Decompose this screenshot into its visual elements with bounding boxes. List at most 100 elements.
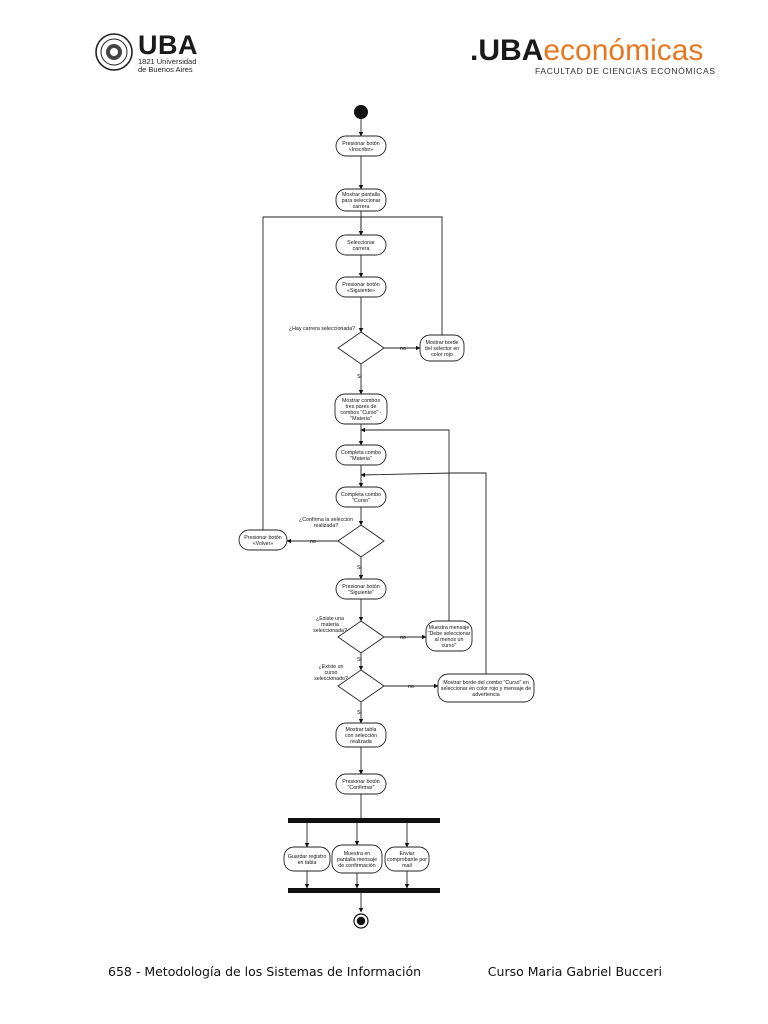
- action-node: [419, 334, 465, 362]
- guard-label: Si: [357, 657, 362, 663]
- start-node: [354, 105, 368, 119]
- economicas-logo: .UBAeconómicas: [470, 36, 703, 66]
- decision-node: [337, 669, 385, 703]
- economicas-logo-prefix: .UBA: [470, 34, 544, 67]
- action-label: Completa combo: [341, 492, 381, 498]
- action-label: realizada: [350, 739, 372, 745]
- action-label: "Confirmar": [347, 785, 374, 791]
- decision-node: [337, 620, 385, 654]
- action-node: [335, 444, 387, 466]
- end-node-core: [356, 916, 366, 926]
- guard-label: no: [400, 635, 406, 641]
- action-label: Presionar botón: [342, 584, 379, 590]
- flow-edge: [360, 427, 450, 621]
- footer-author: Curso Maria Gabriel Bucceri: [487, 964, 662, 979]
- fork-bar: [288, 818, 440, 823]
- decision-label: ¿Hay carrera seleccionada?: [289, 326, 355, 332]
- action-label: "Curso": [352, 498, 370, 504]
- decision-node: [337, 524, 385, 558]
- action-label: carrera: [353, 204, 370, 210]
- action-label: "Materia": [350, 416, 372, 422]
- action-label: Muestra en: [344, 851, 371, 857]
- footer-course-title: 658 - Metodología de los Sistemas de Inf…: [108, 964, 422, 979]
- action-node: [335, 276, 387, 298]
- action-label: curso": [442, 643, 457, 649]
- action-label: Presionar botón: [244, 535, 281, 541]
- action-label: en tabla: [298, 860, 317, 866]
- decision-node: [337, 331, 385, 365]
- action-node: [335, 578, 387, 600]
- action-label: «Inscribir»: [349, 147, 373, 153]
- guard-label: Si: [357, 565, 362, 571]
- decision-label: realizada?: [314, 523, 338, 529]
- action-label: con selección: [345, 733, 377, 739]
- decision-label: seleccionada?: [313, 628, 347, 634]
- action-label: "Siguiente": [348, 590, 374, 596]
- action-label: comprobante por: [387, 857, 427, 863]
- action-node: [335, 773, 387, 795]
- action-label: Presionar botón: [342, 282, 379, 288]
- decision-label: ¿Confirma la seleccion: [299, 517, 353, 523]
- flow-edges: [262, 119, 487, 913]
- action-label: Mostrar borde: [426, 340, 459, 346]
- action-label: Muestra mensaje: [429, 625, 470, 631]
- action-node: [283, 846, 331, 872]
- action-label: Mostrar combos: [342, 398, 380, 404]
- action-label: advertencia: [472, 692, 499, 698]
- action-label: Mostrar tabla: [346, 727, 377, 733]
- uba-logo-subtitle: 1821 Universidad de Buenos Aires: [138, 57, 197, 74]
- action-node: [335, 722, 387, 748]
- action-node: [331, 844, 383, 874]
- action-label: Presionar botón: [342, 141, 379, 147]
- action-label: para seleccionar: [342, 198, 381, 204]
- decision-label: curso: [325, 670, 338, 676]
- flow-edge: [360, 472, 487, 674]
- uba-seal-logo: [95, 33, 133, 71]
- action-node: [334, 393, 388, 425]
- action-label: "Materia": [350, 456, 372, 462]
- action-node: [384, 846, 430, 872]
- action-label: de confirmación: [338, 863, 375, 869]
- uba-logo-text: UBA: [138, 30, 198, 60]
- action-label: al menos un: [435, 637, 464, 643]
- flow-nodes: Presionar botón«Inscribir»Mostrar pantal…: [238, 105, 535, 929]
- guard-label: no: [400, 346, 406, 352]
- action-label: Guardar registro: [288, 854, 327, 860]
- join-bar: [288, 888, 440, 893]
- action-node: [425, 620, 473, 652]
- decision-label: ¿Existe un: [318, 664, 343, 670]
- economicas-logo-word: económicas: [543, 34, 704, 67]
- decision-label: materia: [321, 622, 339, 628]
- action-label: Presionar botón: [342, 779, 379, 785]
- guard-label: no: [408, 684, 414, 690]
- action-label: Completa combo: [341, 450, 381, 456]
- flow-edge: [262, 216, 364, 530]
- action-node: [437, 673, 535, 703]
- action-node: [238, 529, 288, 551]
- action-label: del selector en: [425, 346, 460, 352]
- action-label: «Siguiente»: [347, 288, 375, 294]
- action-label: Mostrar borde del combo "Curso" en: [443, 680, 529, 686]
- guard-label: no: [310, 539, 316, 545]
- action-node: [335, 135, 387, 157]
- action-label: pantalla mensaje: [337, 857, 377, 863]
- action-label: Enviar: [399, 851, 414, 857]
- action-label: combos "Curso" -: [340, 410, 381, 416]
- action-label: "Debe seleccionar: [428, 631, 471, 637]
- action-label: tres pares de: [346, 404, 377, 410]
- action-label: mail: [402, 863, 412, 869]
- guard-label: Si: [357, 374, 362, 380]
- action-label: color rojo: [431, 352, 453, 358]
- decision-label: ¿Existe una: [316, 616, 344, 622]
- guard-label: Si: [357, 710, 362, 716]
- action-label: «Volver»: [253, 541, 274, 547]
- action-node: [335, 188, 387, 212]
- action-node: [335, 234, 387, 256]
- action-label: Mostrar pantalla: [342, 192, 380, 198]
- action-label: seleccionar en color rojo y mensaje de: [441, 686, 531, 692]
- flow-edge: [361, 216, 443, 335]
- action-label: Seleccionar: [347, 240, 375, 246]
- action-label: carrera: [353, 246, 370, 252]
- action-node: [335, 486, 387, 508]
